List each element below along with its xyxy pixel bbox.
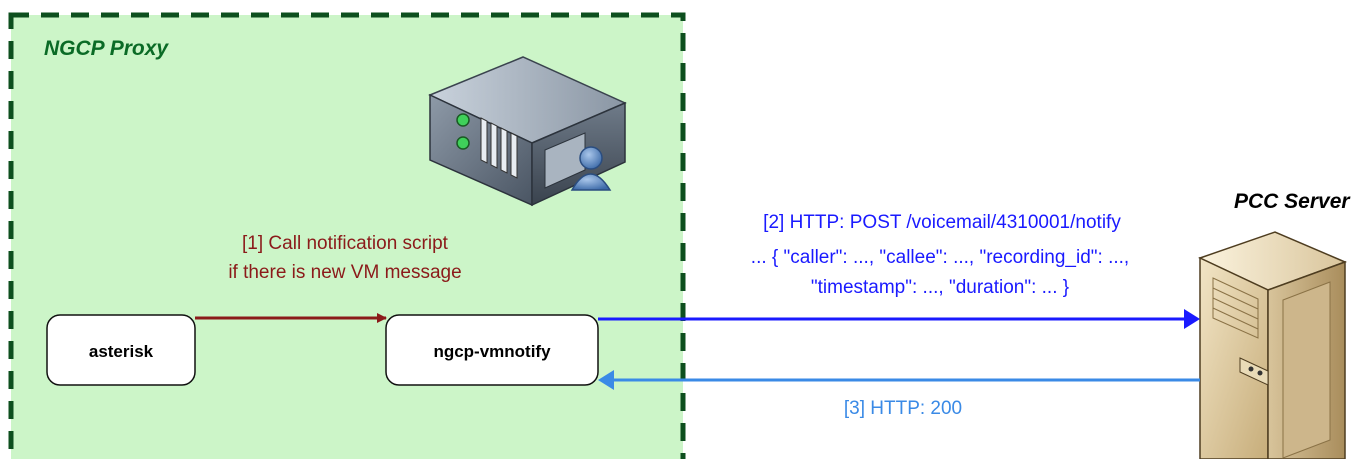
http-post-arrowhead (1184, 309, 1200, 329)
proxy-title: NGCP Proxy (44, 37, 169, 60)
node-asterisk-label: asterisk (89, 342, 154, 361)
call-notification-label-line1: [1] Call notification script (242, 233, 449, 254)
http-response-label: [3] HTTP: 200 (844, 398, 962, 419)
http-post-label-line3: "timestamp": ..., "duration": ... } (811, 277, 1069, 298)
tower-server-icon (1198, 231, 1348, 459)
http-post-label-line2: ... { "caller": ..., "callee": ..., "rec… (751, 247, 1129, 268)
http-response-arrowhead (598, 370, 614, 390)
http-post-label-line1: [2] HTTP: POST /voicemail/4310001/notify (763, 212, 1121, 233)
edge-http-post: [2] HTTP: POST /voicemail/4310001/notify… (598, 212, 1200, 329)
rack-server-with-user-icon (428, 56, 627, 207)
call-notification-label-line2: if there is new VM message (228, 262, 461, 283)
node-asterisk: asterisk (46, 314, 196, 386)
pcc-server-title: PCC Server (1234, 190, 1351, 213)
edge-http-response: [3] HTTP: 200 (598, 370, 1200, 419)
node-vmnotify: ngcp-vmnotify (385, 314, 599, 386)
edge-call-notification: [1] Call notification script if there is… (195, 233, 462, 323)
node-vmnotify-label: ngcp-vmnotify (433, 342, 551, 361)
